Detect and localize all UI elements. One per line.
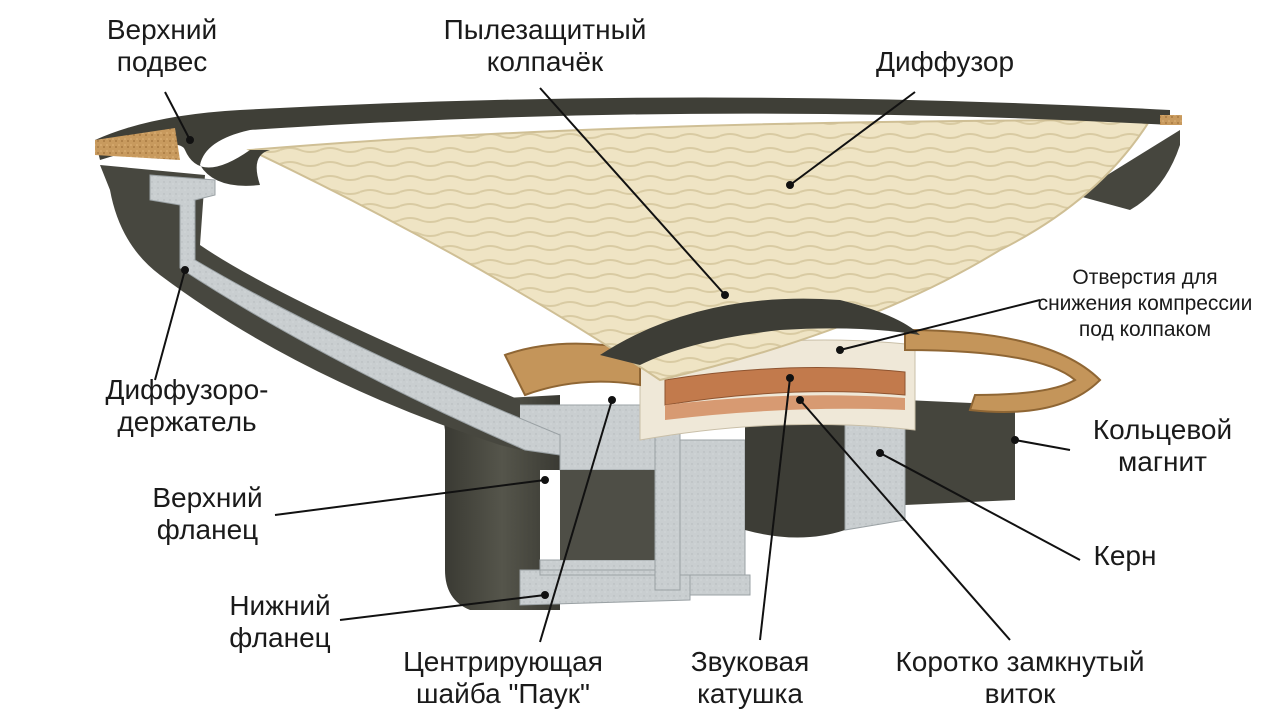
ring-magnet-section <box>560 470 665 560</box>
basket-rim-right <box>1075 130 1180 210</box>
label-line: Пылезащитный <box>443 14 647 45</box>
label-vent-holes: Отверстия для снижения компрессии под ко… <box>1010 265 1280 343</box>
label-dust-cap: Пылезащитный колпачёк <box>425 14 665 78</box>
label-basket: Диффузоро- держатель <box>92 374 282 438</box>
label-line: Коротко замкнутый <box>895 646 1145 677</box>
label-ring-magnet: Кольцевой магнит <box>1075 414 1250 478</box>
cone <box>246 118 1152 382</box>
label-line: снижения компрессии <box>1037 292 1253 315</box>
surround <box>95 97 1170 186</box>
label-spider: Центрирующая шайба "Паук" <box>378 646 628 710</box>
dust-cap <box>600 298 920 365</box>
label-line: Диффузоро- <box>105 374 269 405</box>
label-line: Диффузор <box>875 46 1015 77</box>
label-line: фланец <box>229 622 331 653</box>
label-line: Верхний <box>106 14 218 45</box>
label-top-plate: Верхний фланец <box>130 482 285 546</box>
label-voice-coil: Звуковая катушка <box>670 646 830 710</box>
cork-gasket-right <box>1160 115 1182 125</box>
pole-bore <box>745 410 845 538</box>
basket-section <box>149 174 561 456</box>
label-line: Центрирующая <box>403 646 603 677</box>
label-shorting-ring: Коротко замкнутый виток <box>870 646 1170 710</box>
label-line: магнит <box>1118 446 1207 477</box>
label-line: подвес <box>116 46 208 77</box>
label-upper-suspension: Верхний подвес <box>92 14 232 78</box>
label-pole-piece: Керн <box>1080 540 1170 572</box>
shorting-ring <box>665 395 905 420</box>
label-line: Звуковая <box>690 646 810 677</box>
label-line: под колпаком <box>1078 318 1212 341</box>
label-line: колпачёк <box>486 46 604 77</box>
label-line: Отверстия для <box>1072 266 1218 289</box>
label-bottom-plate: Нижний фланец <box>210 590 350 654</box>
voice-coil-windings <box>664 367 906 406</box>
leader-lines <box>154 87 1081 643</box>
label-line: Кольцевой <box>1092 414 1233 445</box>
label-line: Нижний <box>229 590 331 621</box>
label-line: Керн <box>1093 540 1157 571</box>
label-line: шайба "Паук" <box>416 678 590 709</box>
label-cone: Диффузор <box>855 46 1035 78</box>
label-line: катушка <box>697 678 803 709</box>
label-line: фланец <box>156 514 259 545</box>
label-line: держатель <box>117 406 257 437</box>
label-line: виток <box>984 678 1056 709</box>
label-line: Верхний <box>152 482 263 513</box>
cork-gasket <box>95 128 180 160</box>
magnet-body-right <box>905 400 1015 505</box>
